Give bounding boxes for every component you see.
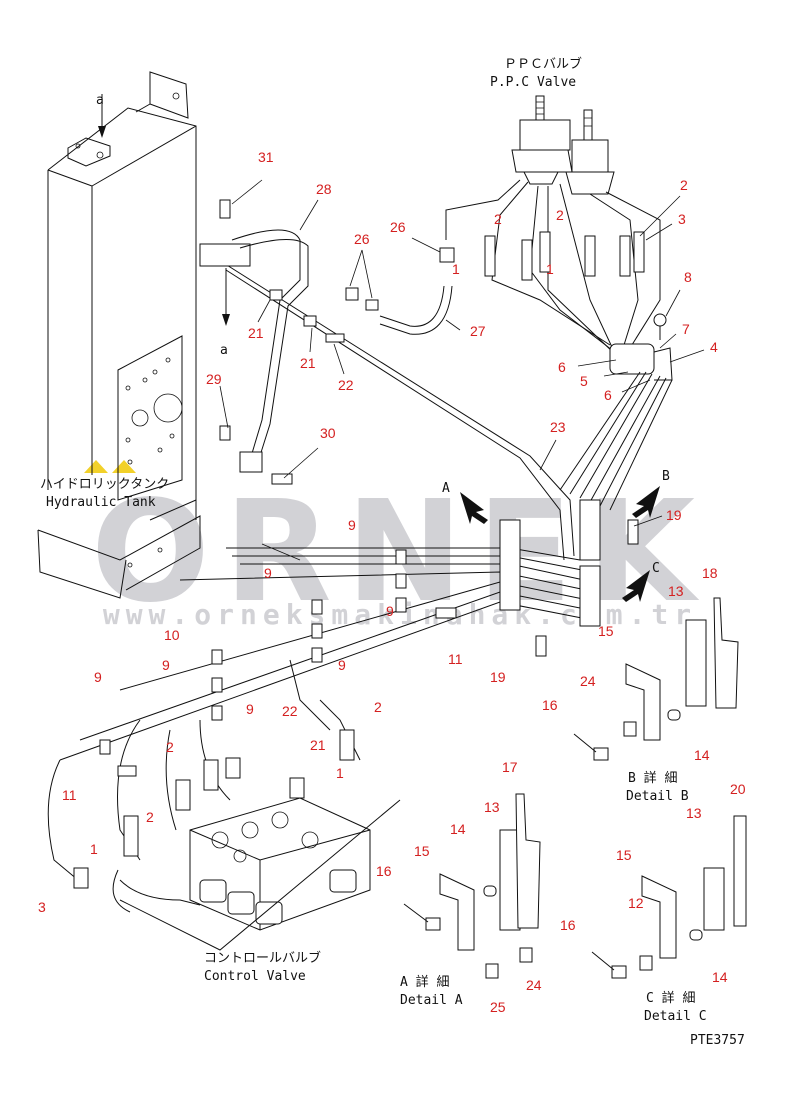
- leader-lines: [219, 179, 705, 561]
- ppc-valve-right: [565, 109, 615, 195]
- detail-a-parts: [403, 793, 541, 979]
- part-number: 9: [246, 701, 254, 717]
- part-number: 9: [94, 669, 102, 685]
- part-number: 13: [484, 799, 500, 815]
- detail-b-parts: [573, 597, 739, 761]
- part-number: 5: [580, 373, 588, 389]
- part-number: 23: [550, 419, 566, 435]
- part-number-callouts: 31 28 26 26 27 21 21 22 29 30 2 2 2 3 1 …: [38, 149, 746, 1015]
- part-number: 14: [694, 747, 710, 763]
- clamps-and-bolts: [73, 199, 639, 889]
- part-number: 24: [526, 977, 542, 993]
- part-number: 3: [678, 211, 686, 227]
- part-number: 1: [336, 765, 344, 781]
- view-b-marker: B: [662, 469, 670, 484]
- part-number: 13: [686, 805, 702, 821]
- part-number: 26: [354, 231, 370, 247]
- part-number: 14: [712, 969, 728, 985]
- part-number: 11: [62, 787, 77, 803]
- part-number: 10: [164, 627, 180, 643]
- hydraulic-tank: [37, 71, 230, 599]
- part-number: 9: [338, 657, 346, 673]
- part-number: 21: [310, 737, 326, 753]
- drawing-number: PTE3757: [690, 1033, 745, 1048]
- part-number: 2: [374, 699, 382, 715]
- part-number: 7: [682, 321, 690, 337]
- part-number: 30: [320, 425, 336, 441]
- part-number: 14: [450, 821, 466, 837]
- part-number: 24: [580, 673, 596, 689]
- ref-a-mid: a: [220, 343, 228, 358]
- detail-a-label-en: Detail A: [400, 993, 463, 1008]
- control-valve-label-en: Control Valve: [204, 969, 306, 984]
- part-number: 13: [668, 583, 684, 599]
- part-number: 9: [386, 603, 394, 619]
- part-number: 1: [546, 261, 554, 277]
- part-number: 26: [390, 219, 406, 235]
- part-number: 17: [502, 759, 518, 775]
- part-number: 18: [702, 565, 718, 581]
- detail-c-parts: [591, 815, 747, 979]
- ppc-valve-label-en: P.P.C Valve: [490, 75, 576, 90]
- part-number: 20: [730, 781, 746, 797]
- part-number: 29: [206, 371, 222, 387]
- part-number: 8: [684, 269, 692, 285]
- part-number: 31: [258, 149, 274, 165]
- part-number: 15: [598, 623, 614, 639]
- part-number: 9: [162, 657, 170, 673]
- part-number: 21: [300, 355, 316, 371]
- part-number: 22: [282, 703, 298, 719]
- part-number: 19: [666, 507, 682, 523]
- part-number: 19: [490, 669, 506, 685]
- ppc-valve-left: [511, 95, 573, 185]
- part-number: 2: [680, 177, 688, 193]
- part-number: 1: [452, 261, 460, 277]
- hydraulic-tank-label-jp: ハイドロリックタンク: [40, 477, 169, 492]
- detail-b-label-en: Detail B: [626, 789, 689, 804]
- connector-assembly: [559, 313, 673, 511]
- labels: ＰＰＣバルブ P.P.C Valve ハイドロリックタンク Hydraulic …: [40, 56, 745, 1048]
- detail-c-label-en: Detail C: [644, 1009, 707, 1024]
- part-number: 25: [490, 999, 506, 1015]
- control-valve: [119, 797, 401, 951]
- part-number: 4: [710, 339, 718, 355]
- ref-a-top: a: [96, 93, 104, 108]
- ppc-hoses: [445, 179, 661, 361]
- part-number: 6: [604, 387, 612, 403]
- part-number: 11: [448, 651, 463, 667]
- hydraulic-tank-label-en: Hydraulic Tank: [46, 495, 156, 510]
- part-number: 22: [338, 377, 354, 393]
- part-number: 15: [414, 843, 430, 859]
- control-valve-label-jp: コントロールバルブ: [204, 950, 321, 966]
- part-number: 16: [542, 697, 558, 713]
- part-number: 2: [556, 207, 564, 223]
- detail-a-label-jp: A 詳 細: [400, 974, 449, 990]
- hose-bundle: [47, 261, 601, 913]
- part-number: 27: [470, 323, 486, 339]
- view-arrows: [460, 486, 660, 602]
- part-number: 15: [616, 847, 632, 863]
- part-number: 21: [248, 325, 264, 341]
- part-number: 28: [316, 181, 332, 197]
- part-number: 1: [90, 841, 98, 857]
- detail-b-label-jp: B 詳 細: [628, 770, 677, 786]
- part-number: 6: [558, 359, 566, 375]
- part-number: 9: [264, 565, 272, 581]
- part-number: 2: [494, 211, 502, 227]
- detail-c-label-jp: C 詳 細: [646, 990, 695, 1006]
- part-number: 2: [166, 739, 174, 755]
- view-a-marker: A: [442, 481, 450, 496]
- part-number: 12: [628, 895, 644, 911]
- part-number: 2: [146, 809, 154, 825]
- ppc-valve-label-jp: ＰＰＣバルブ: [504, 56, 582, 72]
- part-number: 3: [38, 899, 46, 915]
- part-number: 16: [560, 917, 576, 933]
- part-number: 16: [376, 863, 392, 879]
- part-number: 9: [348, 517, 356, 533]
- view-c-marker: C: [652, 561, 660, 576]
